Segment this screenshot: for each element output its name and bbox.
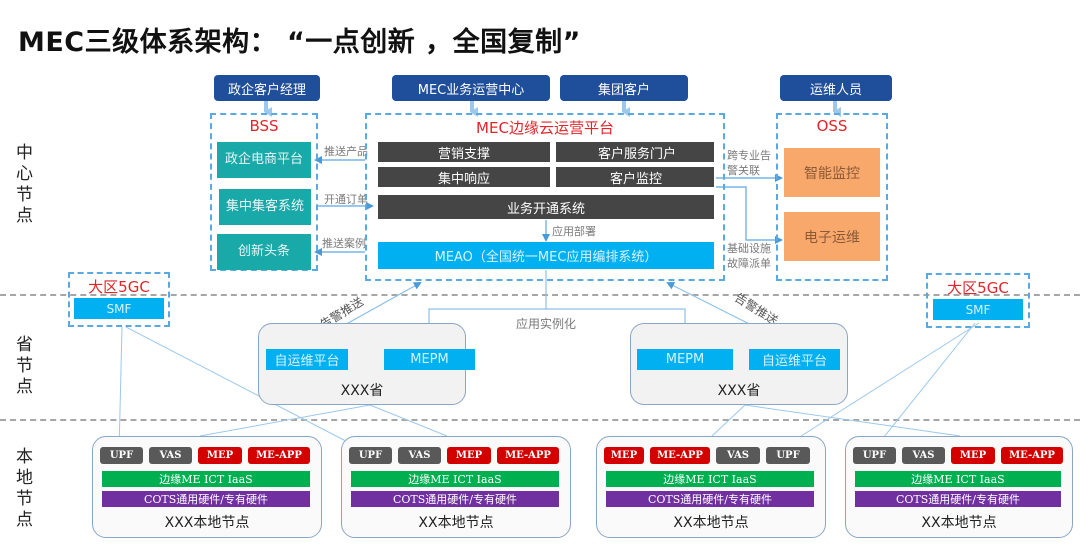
chip-me-app: ME-APP — [1001, 447, 1063, 464]
mec-platform-box — [365, 113, 725, 281]
cots-hardware-layer: COTS通用硬件/专有硬件 — [855, 491, 1061, 507]
tier-label-center-text: 中心节点 — [12, 143, 32, 227]
chip-mep: MEP — [447, 447, 491, 464]
local-node-name: XXX本地节点 — [164, 515, 250, 531]
role-group-customer: 集团客户 — [560, 75, 688, 101]
line-smf-left-local1 — [118, 326, 123, 453]
bss-item-gov-ecommerce: 政企电商平台 — [217, 142, 311, 178]
line-prov2-local4 — [744, 404, 961, 437]
chip-mep: MEP — [198, 447, 242, 464]
chip-mep: MEP — [604, 447, 644, 464]
role-label: 政企客户经理 — [227, 82, 306, 98]
edge-ict-iaas-layer: 边缘ME ICT IaaS — [606, 471, 814, 487]
module-provisioning-system: 业务开通系统 — [378, 195, 714, 219]
edge-ict-iaas-layer: 边缘ME ICT IaaS — [102, 471, 310, 487]
chip-vas: VAS — [716, 447, 760, 464]
local-node-name: XX本地节点 — [673, 515, 749, 531]
bss-title: BSS — [249, 117, 279, 135]
role-ops-staff: 运维人员 — [780, 75, 892, 101]
province-1-name: XXX省 — [340, 383, 384, 399]
bss-item-central-customer-system: 集中集客系统 — [219, 189, 311, 225]
role-gov-customer-manager: 政企客户经理 — [214, 75, 320, 101]
chip-me-app: ME-APP — [497, 447, 559, 464]
oss-title: OSS — [816, 117, 848, 135]
province-2-mepm: MEPM — [637, 349, 733, 370]
tier-label-province: 省节点 — [9, 335, 32, 398]
module-meao: MEAO（全国统一MEC应用编排系统） — [378, 242, 714, 269]
line-smf-right-local3 — [775, 322, 980, 453]
chip-mep: MEP — [951, 447, 995, 464]
tier-divider-province-local — [0, 419, 1080, 421]
label-push-case: 推送案例 — [322, 237, 366, 250]
chip-vas: VAS — [902, 447, 945, 464]
line-prov2-local3 — [711, 404, 746, 437]
label-push-product: 推送产品 — [324, 145, 368, 158]
chip-me-app: ME-APP — [650, 447, 710, 464]
page-title: MEC三级体系架构： “一点创新 ，全国复制” — [18, 27, 581, 58]
role-mec-ops-center: MEC业务运营中心 — [392, 75, 550, 101]
tier-label-local: 本地节点 — [9, 447, 32, 531]
local-node-name: XX本地节点 — [418, 515, 494, 531]
tier-divider-center-province — [0, 294, 1080, 296]
label-open-order: 开通订单 — [324, 193, 368, 206]
arrow-infra-fault — [716, 186, 783, 244]
oss-item-e-ops: 电子运维 — [784, 212, 880, 261]
chip-upf: UPF — [100, 447, 143, 464]
bss-box — [210, 113, 318, 271]
chip-upf: UPF — [766, 447, 810, 464]
label-cross-alarm: 跨专业告警关联 — [727, 149, 771, 177]
oss-item-smart-monitor: 智能监控 — [784, 148, 880, 197]
role-label: 集团客户 — [597, 82, 650, 98]
region-5gc-left-box — [68, 272, 170, 327]
province-1-self-ops-platform: 自运维平台 — [266, 349, 348, 370]
module-customer-monitor: 客户监控 — [556, 167, 714, 187]
line-smf-right-local4 — [871, 322, 976, 453]
region-5gc-right-title: 大区5GC — [947, 279, 1009, 297]
line-prov1-local2 — [369, 404, 448, 437]
module-marketing-support: 营销支撑 — [378, 142, 550, 162]
chip-me-app: ME-APP — [248, 447, 310, 464]
module-central-response: 集中响应 — [378, 167, 550, 187]
province-1-mepm: MEPM — [384, 349, 475, 370]
oss-box — [776, 113, 888, 281]
line-prov1-local1 — [199, 404, 371, 437]
local-node-name: XX本地节点 — [921, 515, 997, 531]
smf-left: SMF — [74, 298, 164, 319]
bss-item-innovation-headlines: 创新头条 — [217, 234, 311, 270]
mec-platform-title: MEC边缘云运营平台 — [476, 119, 614, 137]
tier-label-province-text: 省节点 — [12, 335, 32, 398]
region-5gc-right-box — [926, 273, 1030, 328]
chip-upf: UPF — [349, 447, 392, 464]
edge-ict-iaas-layer: 边缘ME ICT IaaS — [351, 471, 559, 487]
tier-label-local-text: 本地节点 — [12, 447, 32, 531]
smf-right: SMF — [933, 299, 1023, 320]
cots-hardware-layer: COTS通用硬件/专有硬件 — [606, 491, 814, 507]
tier-label-center: 中心节点 — [9, 143, 32, 227]
region-5gc-left-title: 大区5GC — [88, 278, 150, 296]
province-2-name: XXX省 — [717, 383, 761, 399]
cots-hardware-layer: COTS通用硬件/专有硬件 — [102, 491, 310, 507]
role-label: MEC业务运营中心 — [417, 82, 525, 98]
module-customer-portal: 客户服务门户 — [556, 142, 714, 162]
province-2-self-ops-platform: 自运维平台 — [749, 349, 840, 370]
label-app-instantiate: 应用实例化 — [516, 317, 577, 331]
chip-vas: VAS — [149, 447, 192, 464]
edge-ict-iaas-layer: 边缘ME ICT IaaS — [855, 471, 1061, 487]
role-label: 运维人员 — [809, 82, 862, 98]
label-app-deploy: 应用部署 — [552, 225, 596, 238]
line-smf-left-local2 — [125, 326, 368, 453]
label-infra-fault: 基础设施故障派单 — [727, 242, 771, 270]
chip-upf: UPF — [853, 447, 896, 464]
chip-vas: VAS — [398, 447, 441, 464]
cots-hardware-layer: COTS通用硬件/专有硬件 — [351, 491, 559, 507]
